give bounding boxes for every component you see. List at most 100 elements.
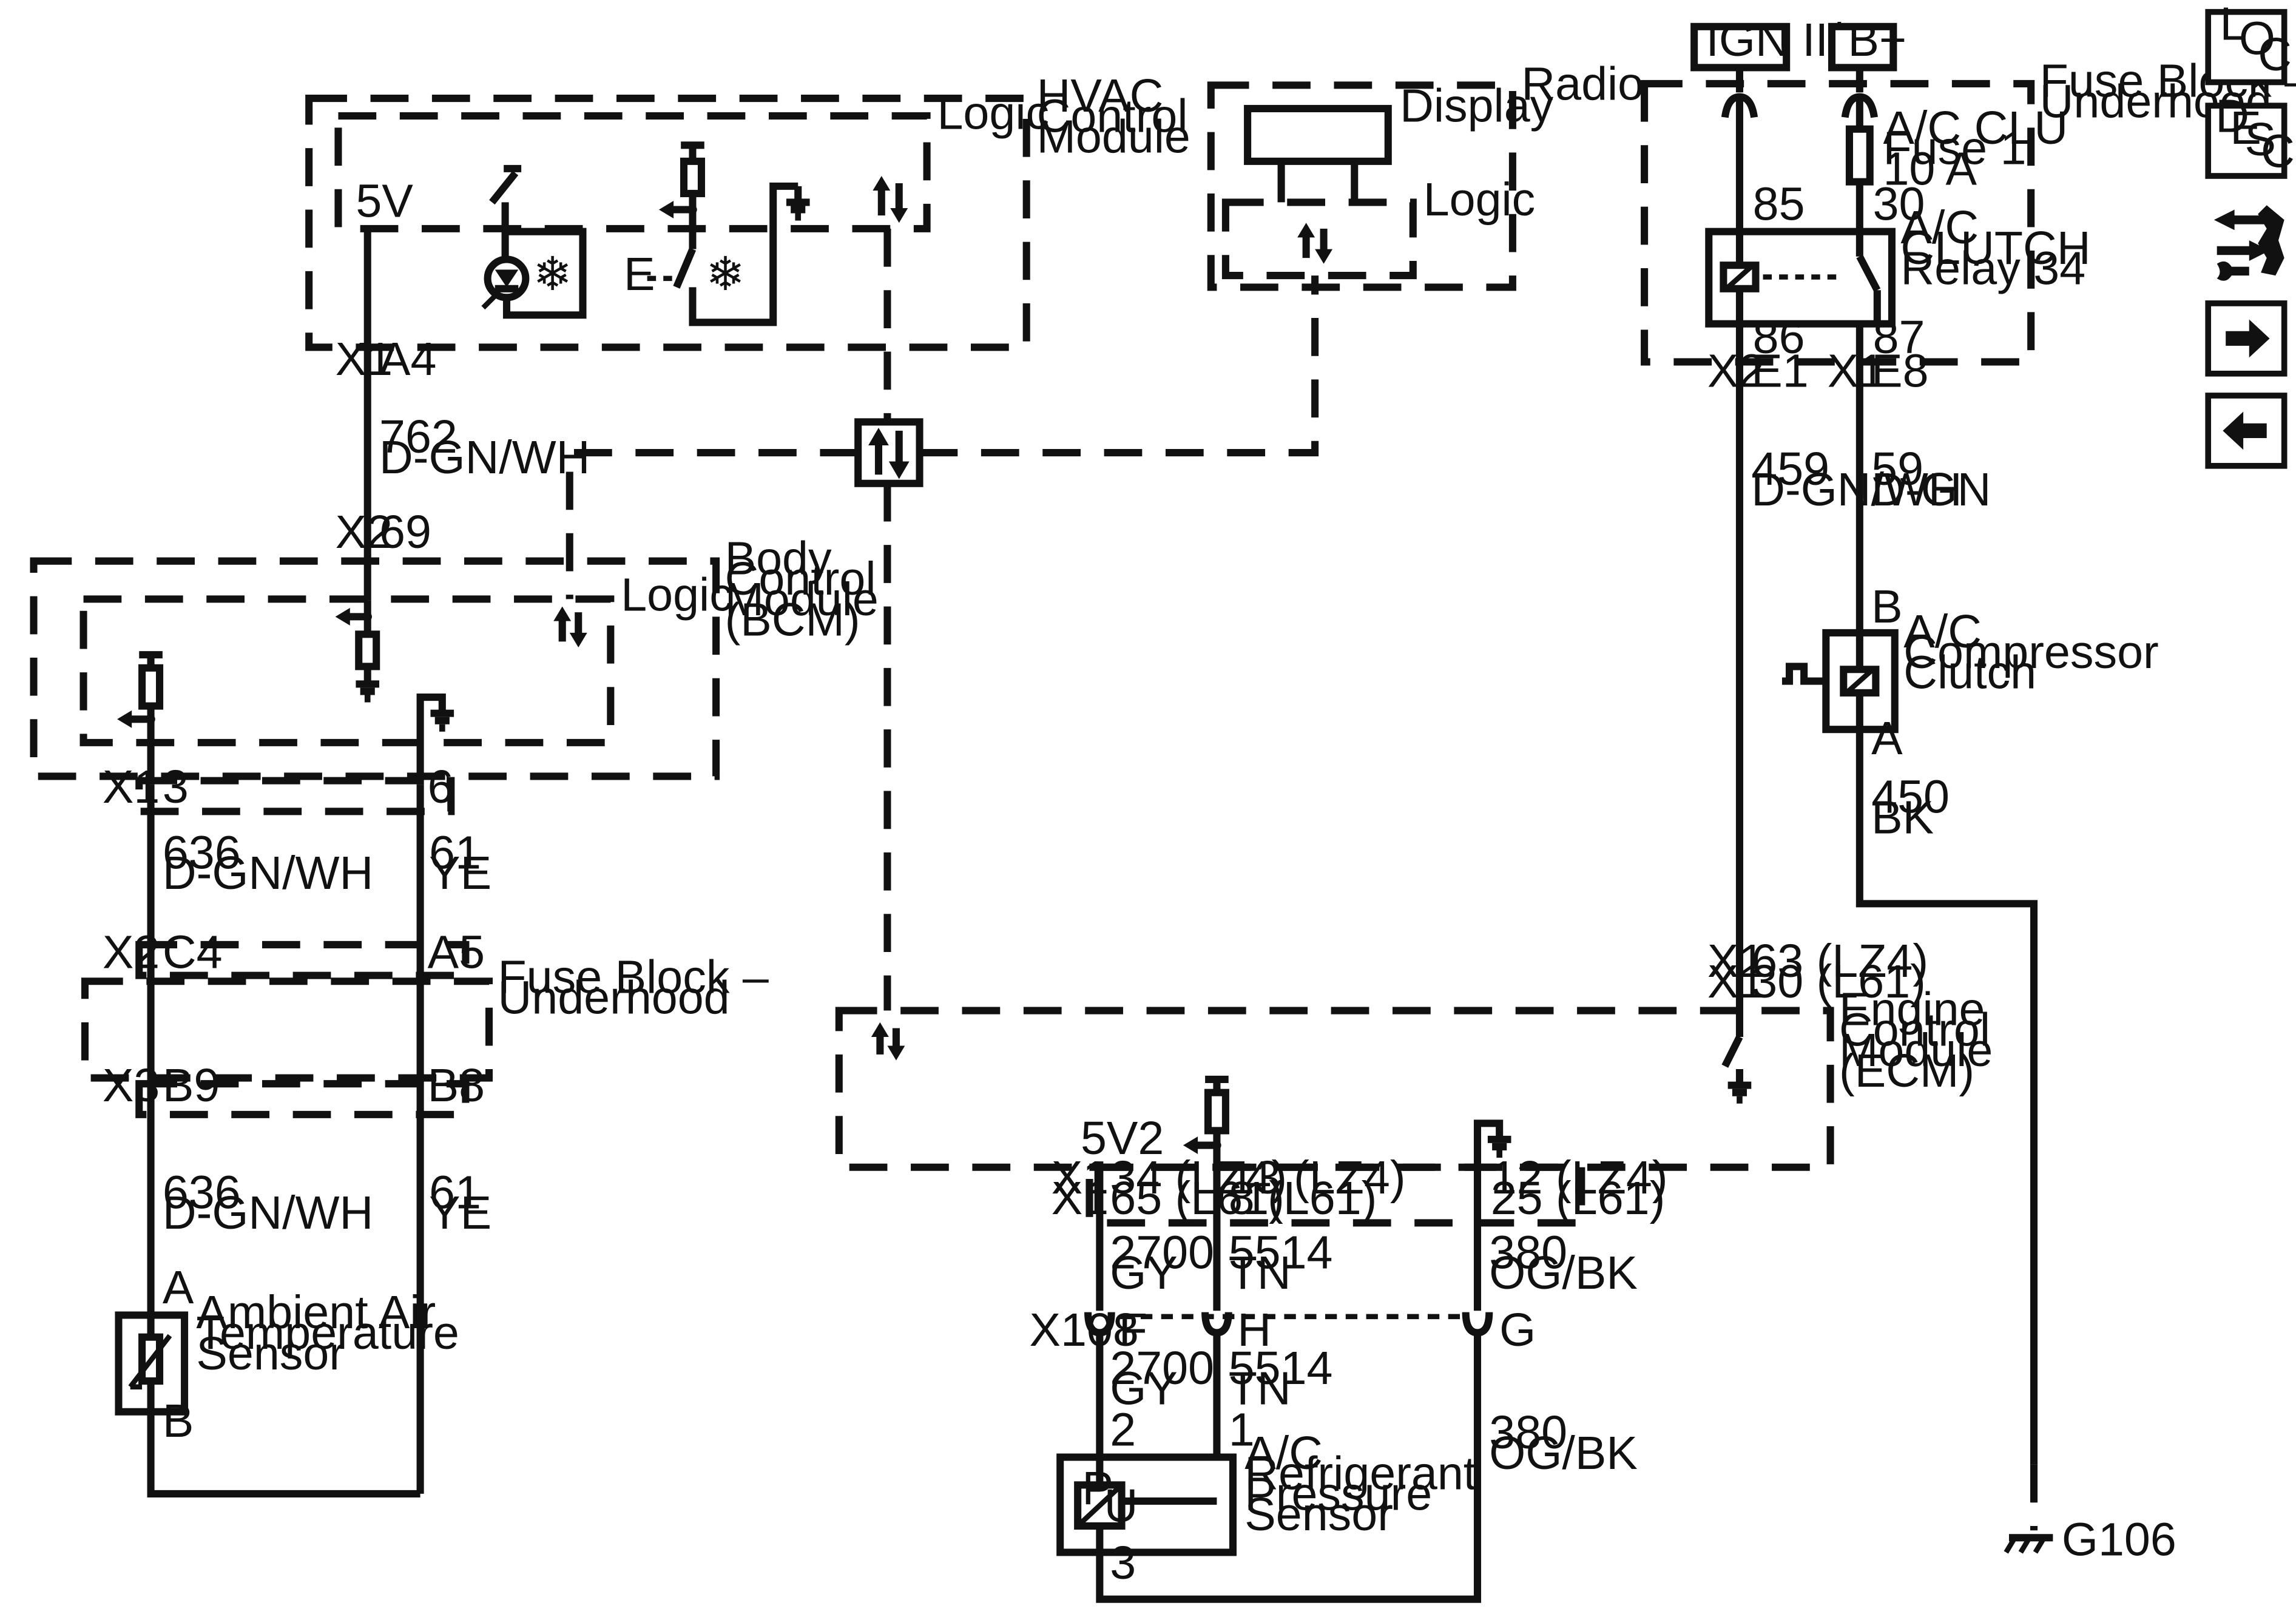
bplus-label: B+ (1848, 14, 1907, 66)
fb-c4-label: C4 (163, 927, 223, 979)
fuse-label-3: 10 A (1883, 143, 1977, 195)
hvac-a4-label: A4 (379, 333, 436, 385)
radio-display-label: Display (1400, 80, 1554, 132)
ecm-pin-34: 34 (LZ4) (1110, 1152, 1287, 1204)
ecm-title-3: Module (1839, 1024, 1993, 1076)
wire-380-color-a: OG/BK (1489, 1247, 1638, 1299)
radio-logic-label: Logic (1423, 174, 1536, 226)
desc-letter-s: S (2245, 113, 2277, 166)
wire-450-color: BK (1871, 792, 1934, 844)
radio-display-icon (1244, 104, 1392, 165)
fb-a5-label: A5 (428, 927, 485, 979)
bcm-pin-3: 3 (163, 761, 189, 813)
comp-pin-a: A (1871, 712, 1903, 765)
ac-request-switch-icon: ❄ (481, 164, 587, 319)
hvac-logic-label: Logic (937, 87, 1049, 140)
fuse-label-1: A/C CLU (1883, 102, 2068, 154)
radio-title: Radio (1521, 58, 1644, 110)
e-label-icon: E (624, 248, 655, 300)
radio-module: Radio Display Logic (1207, 58, 1644, 291)
hvac-x1-label: X1 (336, 333, 393, 385)
wire-762-color: D-GN/WH (379, 431, 590, 484)
loc-letter-l: L (2220, 0, 2246, 50)
wire-636-number-b: 636 (163, 1166, 241, 1218)
ecm-pin-12: 12 (LZ4) (1491, 1152, 1668, 1204)
hvac-serial-data-icon (873, 175, 908, 223)
bcm-title-4: (BCM) (725, 594, 860, 646)
ac-request-pullup-icon: E ❄ (624, 141, 810, 326)
ecm-pin-25: 25 (L61) (1491, 1172, 1666, 1224)
connector-tools-icon[interactable] (2213, 205, 2284, 281)
bcm-title-2: Control (725, 553, 876, 605)
serial-data-splice (854, 418, 923, 487)
hvac-title-3: Module (1037, 110, 1190, 163)
engine-control-module: Engine Control Module (ECM) 5V2 (835, 984, 1993, 1180)
wire-5514-number-b: 5514 (1229, 1342, 1333, 1394)
previous-page-button[interactable] (2205, 393, 2288, 469)
wire-5514-color-a: TN (1229, 1247, 1291, 1299)
ambient-pin-b: B (163, 1395, 194, 1447)
ambient-pin-a: A (163, 1261, 194, 1314)
bcm-x2-label: X2 (336, 506, 393, 558)
wire-459-number: 459 (1751, 443, 1829, 495)
wire-5514-color-b: TN (1229, 1363, 1291, 1415)
ecm-top-pin-a: 63 (LZ4) (1751, 935, 1928, 987)
bcm-title-1: Body (725, 532, 832, 584)
body-control-module: Logic Body Control Module (BCM) (30, 532, 879, 785)
snowflake-icon: ❄ (533, 248, 572, 300)
pres-symbol-u: U (1104, 1480, 1138, 1532)
wire-61-color-a: YE (429, 847, 491, 899)
ground-g106-icon (2004, 1534, 2053, 1554)
bcm-title-3: Module (725, 573, 879, 626)
pres-label-4: Sensor (1244, 1488, 1393, 1541)
wire-2700-number-b: 2700 (1110, 1342, 1214, 1394)
relay-e1-label: E1 (1751, 345, 1808, 397)
loc-letter-c: C (2258, 29, 2292, 81)
pres-label-2: Refrigerant (1244, 1448, 1476, 1500)
loc-letter-o: O (2239, 13, 2275, 65)
wire-59-color: D-GN (1871, 464, 1991, 516)
pres-label-1: A/C (1244, 1427, 1323, 1479)
relay-pin-87: 87 (1873, 311, 1925, 363)
fuse-block-underhood-lower: X2 C4 A5 X3 B9 B8 Fuse Block – Underhood (81, 927, 769, 1118)
wire-2700-color-a: GY (1110, 1247, 1178, 1299)
wire-762-number: 762 (379, 411, 458, 463)
snowflake-icon-2: ❄ (706, 248, 745, 300)
x108-pin-h: H (1237, 1304, 1271, 1356)
ac-compressor-clutch: B A/C Compressor Clutch A (1781, 581, 2159, 765)
arrow-right-icon (2226, 319, 2270, 358)
bcm-pin-6: 6 (428, 761, 454, 813)
wire-636-number-a: 636 (163, 826, 241, 879)
comp-label-1: A/C (1903, 606, 1982, 658)
wire-2700-color-b: GY (1110, 1363, 1178, 1415)
fb-lower-title-2: Underhood (498, 971, 730, 1024)
ambient-title-1: Ambient Air (196, 1286, 436, 1338)
ecm-title-1: Engine (1839, 984, 1985, 1036)
fuse-block-underhood-upper: Fuse Block – Underhood A/C CLU Fuse 1 10… (1641, 55, 2296, 366)
relay-x1-label: X1 (1828, 345, 1885, 397)
hvac-5v-label: 5V (356, 175, 413, 228)
bcm-69-label: 69 (379, 506, 431, 558)
wire-59-number: 59 (1871, 443, 1923, 495)
relay-pin-86: 86 (1753, 311, 1805, 363)
x108-pin-g: G (1499, 1304, 1536, 1356)
pres-label-3: Pressure (1244, 1468, 1432, 1520)
location-button[interactable]: L O C (2205, 0, 2292, 86)
arrow-left-icon (2223, 411, 2267, 450)
fb-lower-title-1: Fuse Block – (498, 951, 769, 1004)
wire-2700-number-a: 2700 (1110, 1226, 1214, 1278)
desc-letter-e: E (2230, 102, 2261, 154)
ecm-top-pin-b: 30 (L61) (1751, 956, 1926, 1008)
ambient-air-temperature-sensor: A Ambient Air Temperature Sensor B (115, 1261, 459, 1447)
description-button[interactable]: D E S C (2205, 90, 2295, 179)
pres-pin-1: 1 (1229, 1403, 1255, 1456)
ecm-title-2: Control (1839, 1004, 1990, 1056)
ecm-title-4: (ECM) (1839, 1045, 1974, 1097)
fuse-icon (1845, 125, 1874, 186)
fb-b9-label: B9 (163, 1059, 220, 1112)
next-page-button[interactable] (2205, 300, 2288, 377)
wire-380-number-a: 380 (1489, 1226, 1567, 1278)
wire-61-color-b: YE (429, 1187, 491, 1239)
relay-e8-label: E8 (1871, 345, 1928, 397)
